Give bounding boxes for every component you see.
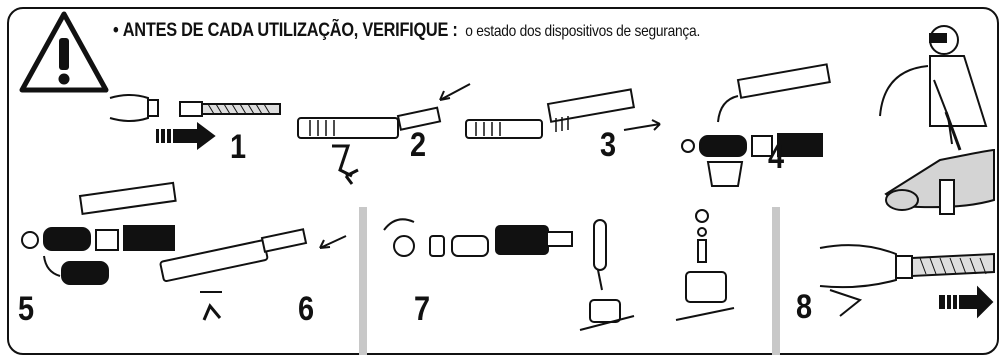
step-number-5: 5 — [18, 290, 35, 328]
divider-left — [359, 207, 367, 355]
step4-illustration — [681, 63, 831, 187]
step-number-3: 3 — [600, 126, 617, 164]
step6-illustration — [159, 228, 347, 321]
step5-illustration — [21, 181, 177, 285]
warning-icon — [19, 11, 109, 93]
step-number-6: 6 — [298, 290, 315, 328]
heading-bullet: • — [113, 20, 119, 41]
step2-illustration — [297, 83, 471, 185]
step3-illustration — [465, 88, 661, 139]
step7-illustration — [383, 209, 735, 331]
step-number-1: 1 — [230, 128, 247, 166]
step1-illustration — [109, 94, 281, 150]
instruction-panel — [7, 7, 999, 355]
step-number-2: 2 — [410, 126, 427, 164]
heading-bold-text: ANTES DE CADA UTILIZAÇÃO, VERIFIQUE : — [122, 20, 458, 41]
step-number-4: 4 — [768, 138, 785, 176]
divider-right — [772, 207, 780, 355]
step8-illustration — [819, 244, 995, 319]
heading-normal-text: o estado dos dispositivos de segurança. — [465, 23, 701, 40]
step-number-7: 7 — [414, 290, 431, 328]
safety-heading: • ANTES DE CADA UTILIZAÇÃO, VERIFIQUE : … — [113, 20, 700, 42]
operator-figure — [879, 25, 995, 215]
step-number-8: 8 — [796, 288, 813, 326]
